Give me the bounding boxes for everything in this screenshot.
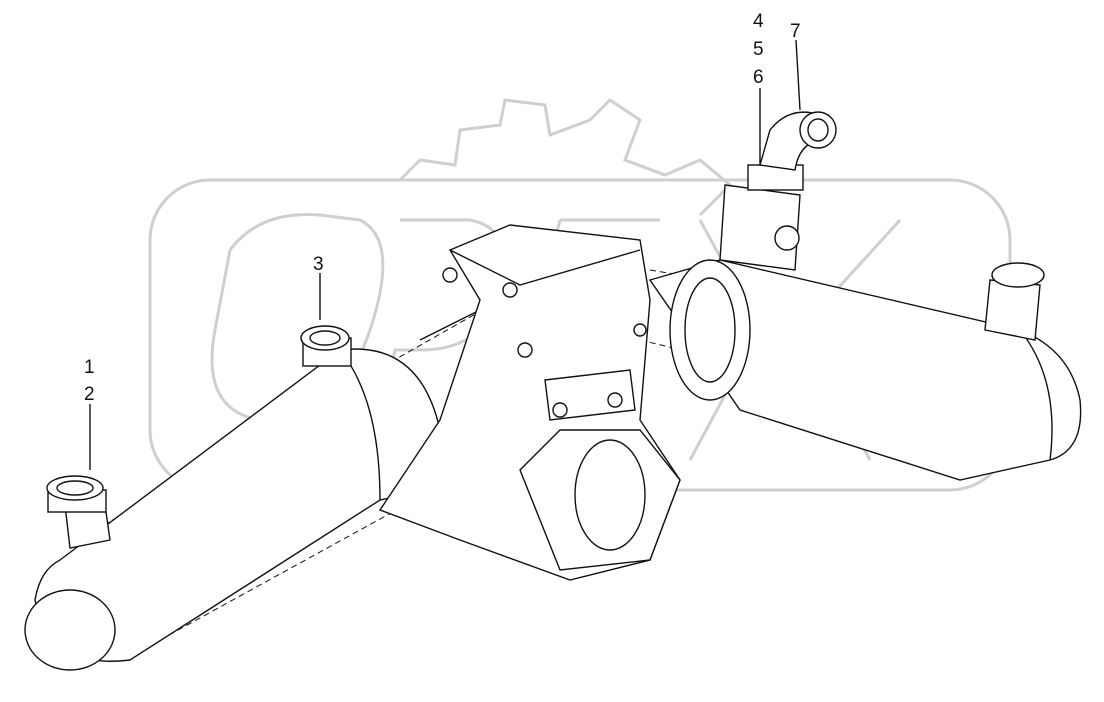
callout-5: 5 <box>753 39 764 60</box>
callout-3: 3 <box>313 254 324 275</box>
callout-1: 1 <box>84 357 95 378</box>
center-housing <box>378 224 681 581</box>
fitting-3 <box>300 325 352 367</box>
leader-line-7 <box>795 39 801 111</box>
callout-7: 7 <box>790 21 801 42</box>
left-cylinder <box>24 298 507 671</box>
callout-4: 4 <box>753 11 764 32</box>
callout-2: 2 <box>84 384 95 405</box>
fitting-1-2 <box>46 475 111 549</box>
fitting-4-5-6-7 <box>719 111 837 271</box>
fitting-right-end <box>984 262 1045 341</box>
callout-6: 6 <box>753 67 764 88</box>
